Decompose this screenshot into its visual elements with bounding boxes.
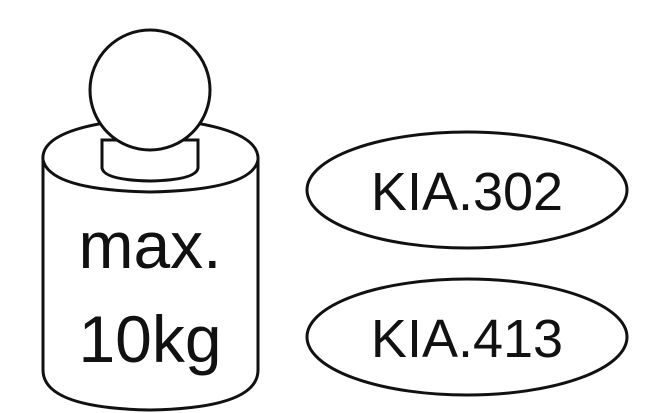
oval-label-text-1: KIA.302 [371,162,563,222]
weight-body-top-edge [41,159,260,194]
oval-outline-1 [305,130,629,250]
weight-neck [100,138,200,183]
weight-label-line2: 10kg [78,302,221,376]
weight-label-line1: max. [78,208,221,282]
oval-label-2: KIA.413 [305,277,629,397]
weight-icon: max. 10kg [41,28,260,412]
oval-label-text-2: KIA.413 [371,309,563,369]
weight-knob [88,28,212,152]
oval-outline-2 [305,277,629,397]
oval-label-1: KIA.302 [305,130,629,250]
